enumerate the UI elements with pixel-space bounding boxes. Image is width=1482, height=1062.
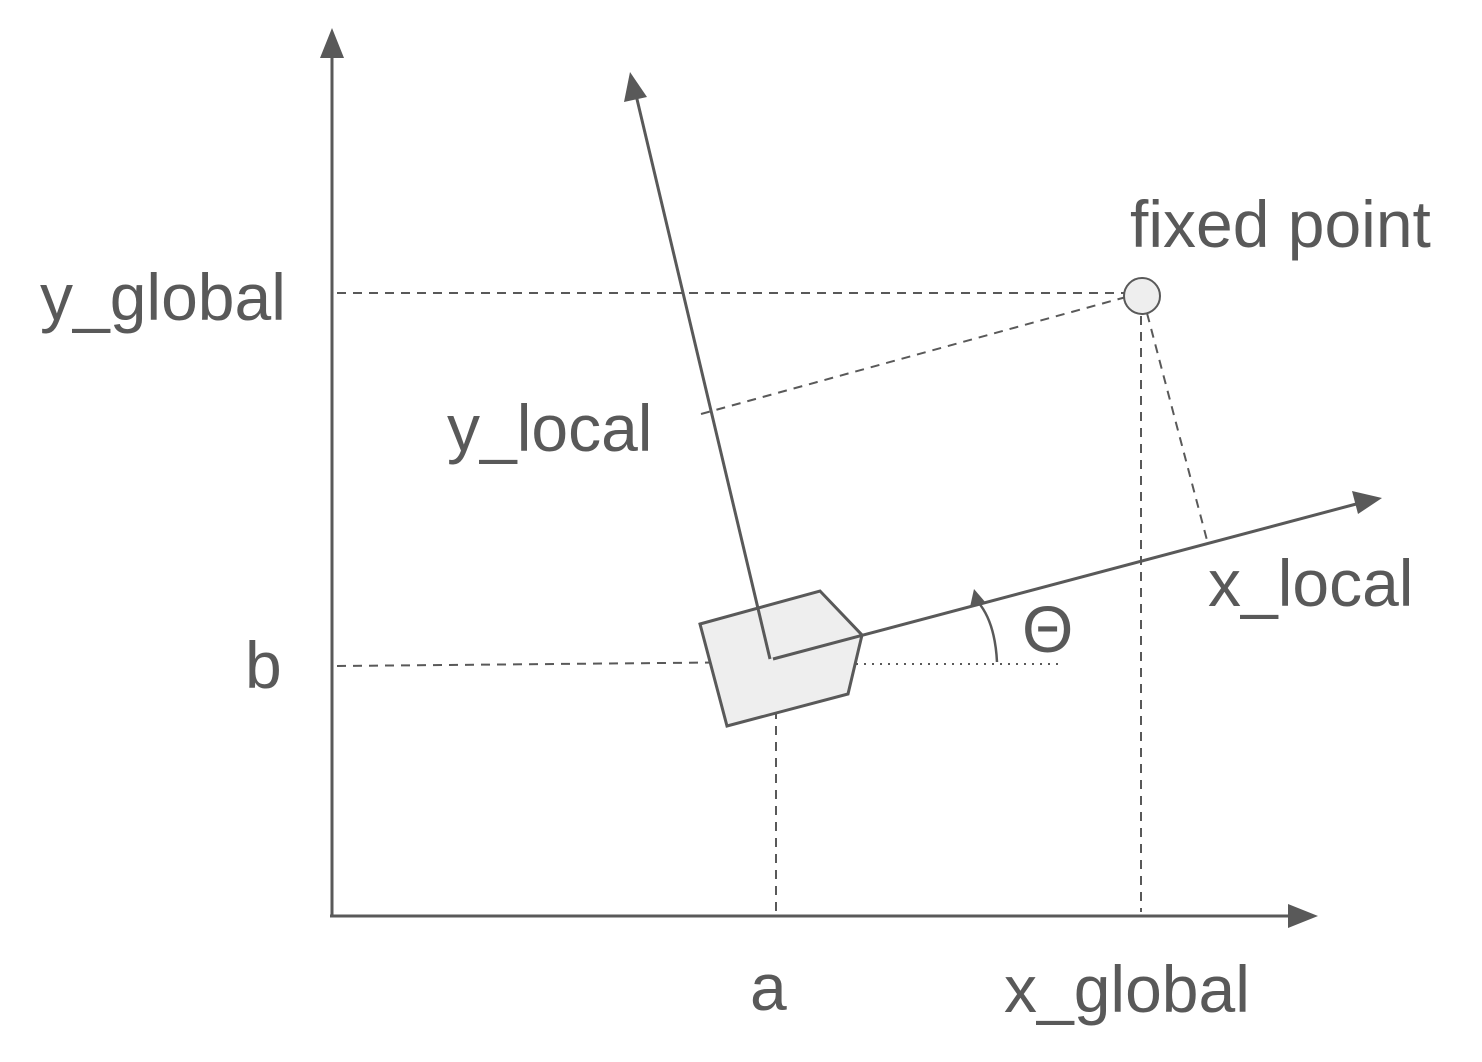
theta-label: Θ	[1022, 592, 1073, 666]
y-global-arrowhead	[320, 28, 344, 58]
x-local-arrowhead	[1352, 491, 1382, 514]
b-label: b	[245, 628, 282, 702]
b-projection-line	[336, 661, 771, 667]
y-local-label: y_local	[447, 391, 652, 465]
a-label: a	[750, 950, 787, 1024]
x-local-projection-line	[1142, 297, 1209, 545]
x-local-axis	[772, 501, 1361, 661]
x-local-label: x_local	[1208, 546, 1413, 620]
fixed-point-label: fixed point	[1130, 187, 1431, 261]
y-local-projection-line	[700, 293, 1138, 415]
x-global-arrowhead	[1288, 904, 1318, 928]
robot-body	[698, 589, 864, 728]
x-global-label: x_global	[1004, 952, 1250, 1026]
y-local-axis	[634, 94, 772, 660]
theta-arc	[977, 601, 999, 663]
fixed-point-marker	[1123, 277, 1161, 315]
y-local-arrowhead	[624, 72, 647, 102]
theta-arc-arrowhead	[970, 589, 986, 607]
y-global-label: y_global	[40, 260, 286, 334]
